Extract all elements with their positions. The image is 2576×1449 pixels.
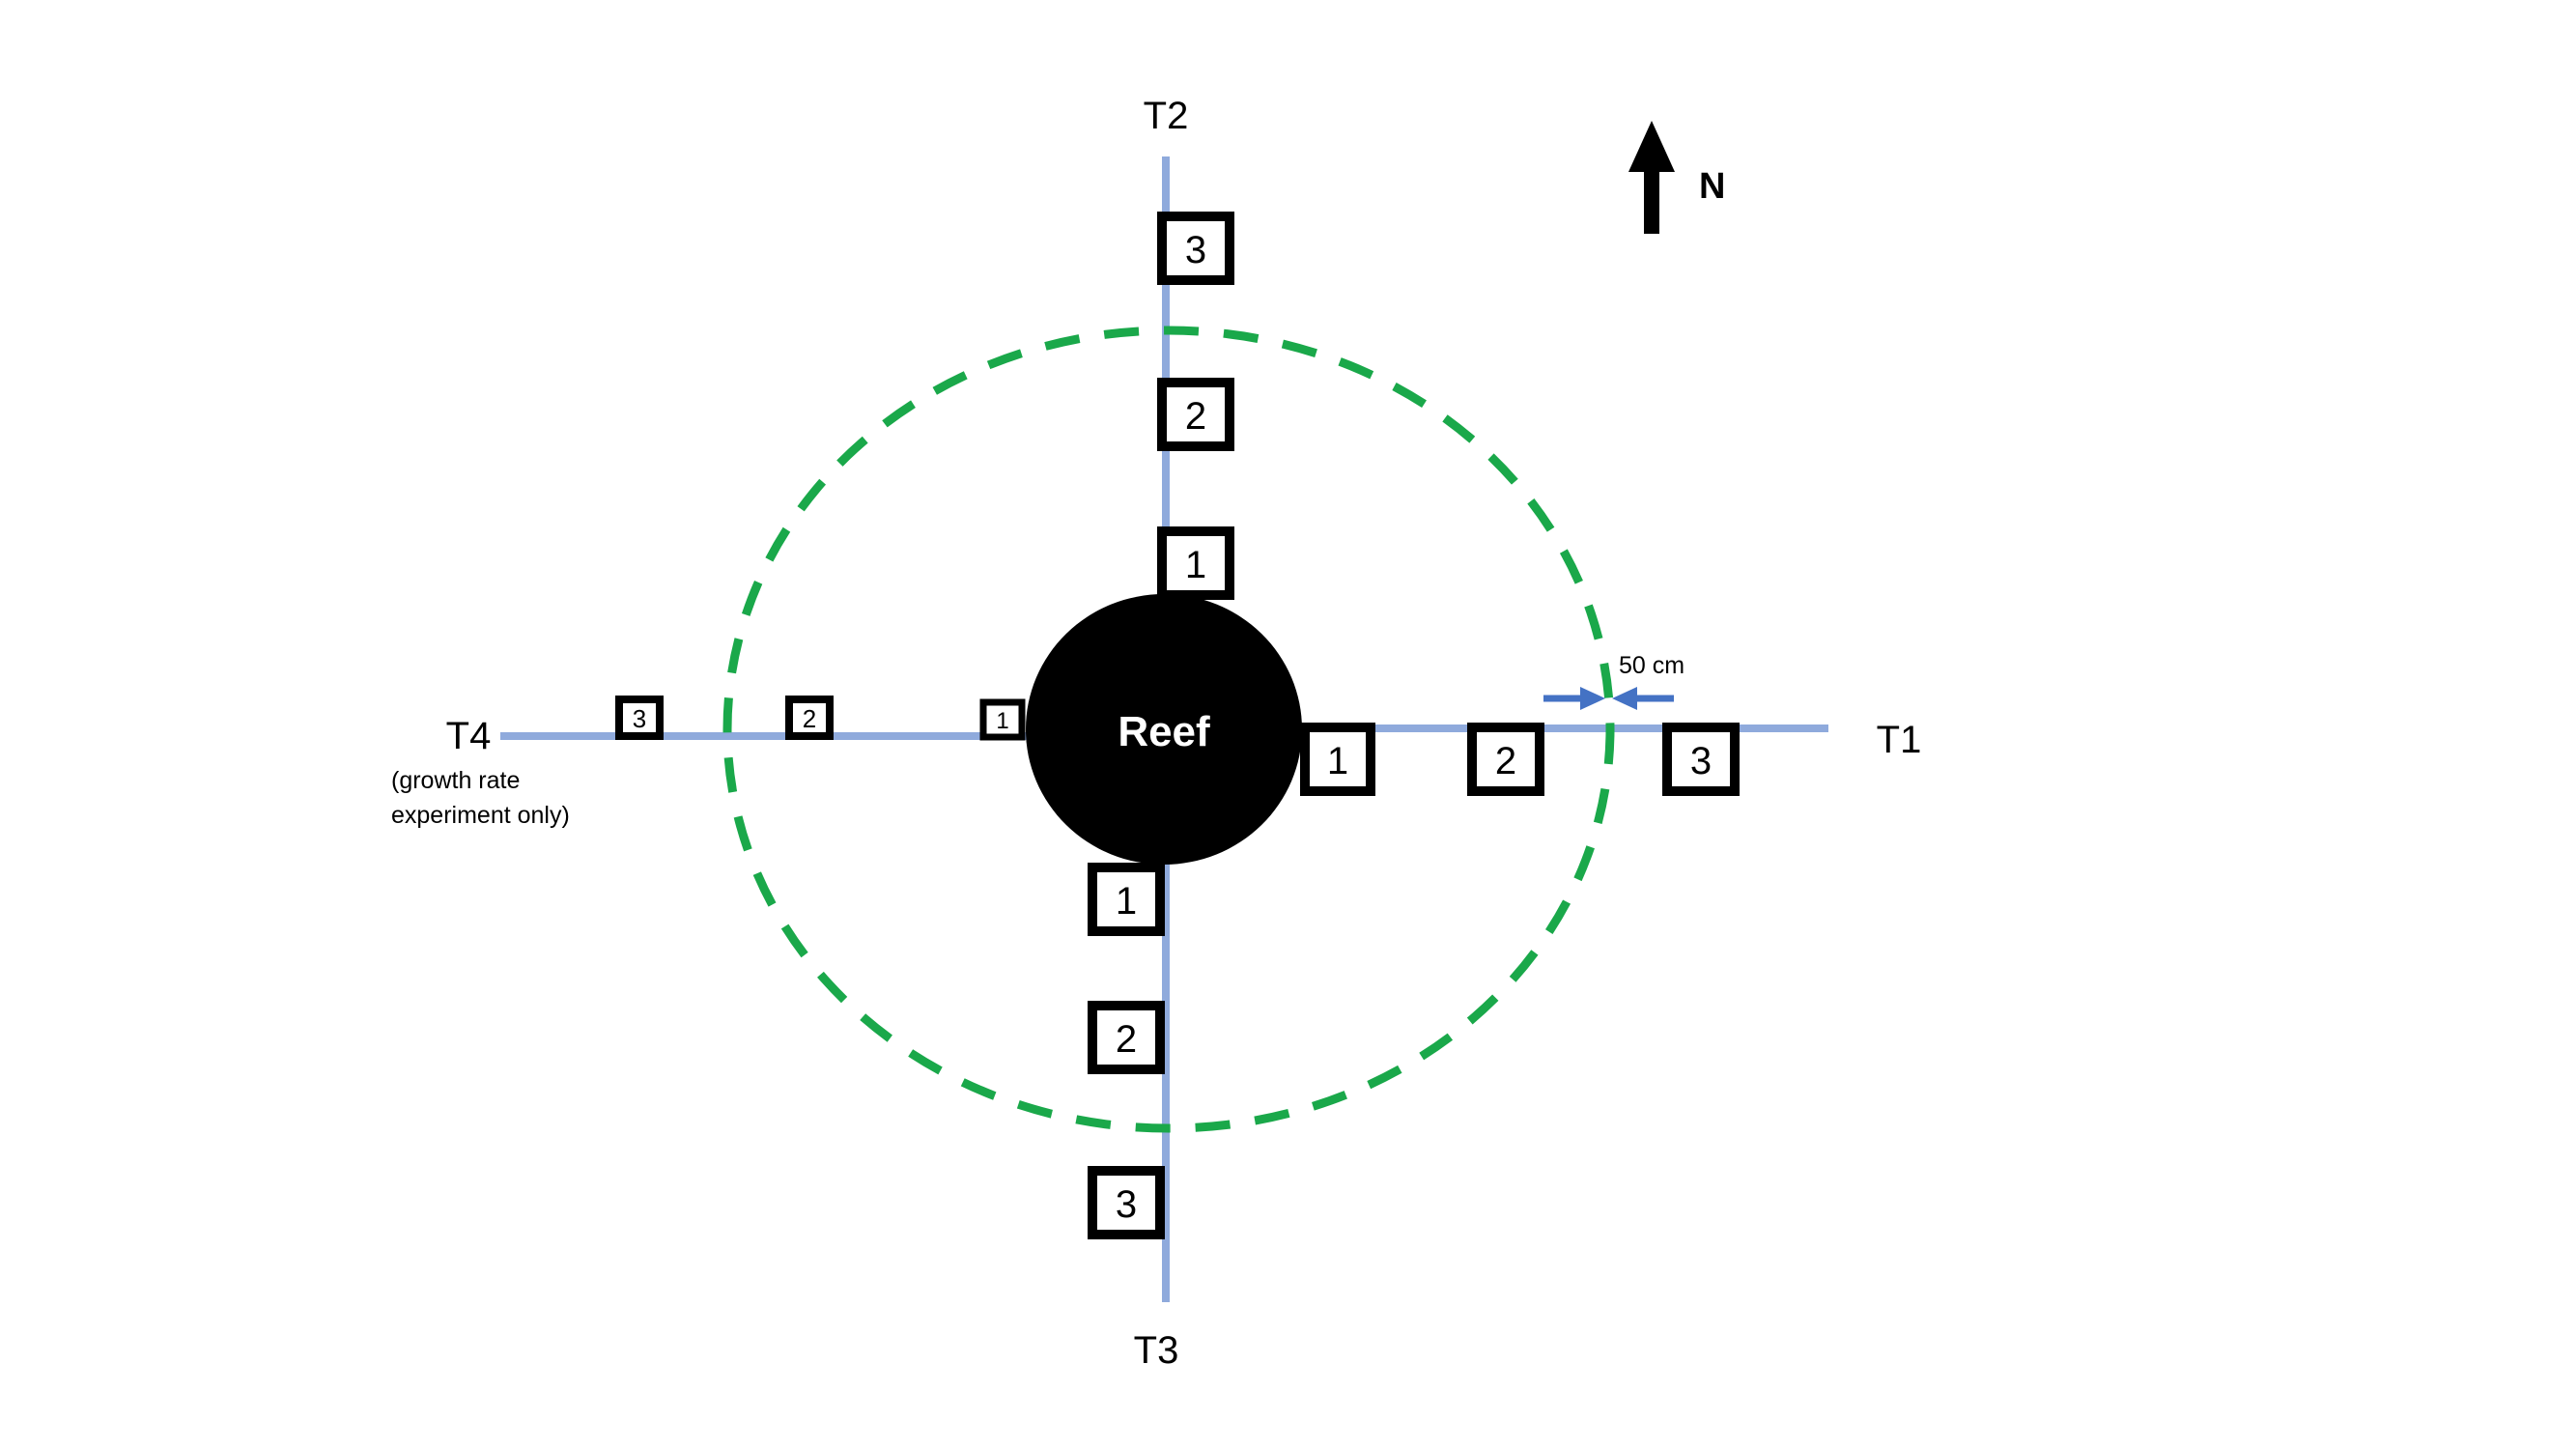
quadrat-t3-1: 1 — [1088, 863, 1165, 936]
quadrat-label: 2 — [1495, 740, 1516, 782]
quadrat-label: 3 — [1185, 229, 1206, 271]
quadrat-t1-1: 1 — [1300, 723, 1375, 796]
transect-t4-note-line2: experiment only) — [391, 802, 570, 829]
quadrat-t2-2: 2 — [1157, 378, 1234, 451]
quadrat-label: 3 — [633, 704, 646, 733]
quadrat-label: 1 — [1327, 740, 1348, 782]
distance-marker-label: 50 cm — [1619, 652, 1684, 679]
quadrat-label: 1 — [996, 708, 1008, 734]
quadrat-label: 3 — [1116, 1183, 1137, 1226]
north-arrow-icon — [1628, 121, 1675, 234]
quadrat-label: 1 — [1185, 544, 1206, 586]
quadrat-t2-3: 3 — [1157, 212, 1234, 285]
quadrat-t3-2: 2 — [1088, 1001, 1165, 1074]
quadrat-label: 3 — [1690, 740, 1712, 782]
reef-shape — [1026, 594, 1302, 865]
quadrat-t4-1: 1 — [979, 698, 1026, 741]
quadrat-t3-3: 3 — [1088, 1166, 1165, 1239]
transect-t1-label: T1 — [1877, 719, 1922, 761]
quadrat-label: 2 — [1116, 1018, 1137, 1061]
transect-t4-label: T4 — [446, 715, 492, 757]
distance-marker-arrows — [1543, 687, 1674, 710]
north-label: N — [1699, 166, 1725, 207]
reef-label: Reef — [1118, 708, 1210, 755]
transect-t3-label: T3 — [1134, 1329, 1179, 1372]
transect-t2-label: T2 — [1144, 95, 1189, 137]
quadrat-t1-3: 3 — [1662, 723, 1740, 796]
quadrat-label: 2 — [803, 704, 816, 733]
quadrat-t4-3: 3 — [615, 696, 664, 740]
quadrat-t2-1: 1 — [1157, 526, 1234, 600]
quadrat-t4-2: 2 — [785, 696, 834, 740]
quadrat-label: 2 — [1185, 395, 1206, 438]
transect-t4-note-line1: (growth rate — [391, 767, 520, 794]
quadrat-label: 1 — [1116, 880, 1137, 923]
survey-boundary-circle — [722, 326, 1615, 1133]
quadrat-t1-2: 2 — [1467, 723, 1544, 796]
